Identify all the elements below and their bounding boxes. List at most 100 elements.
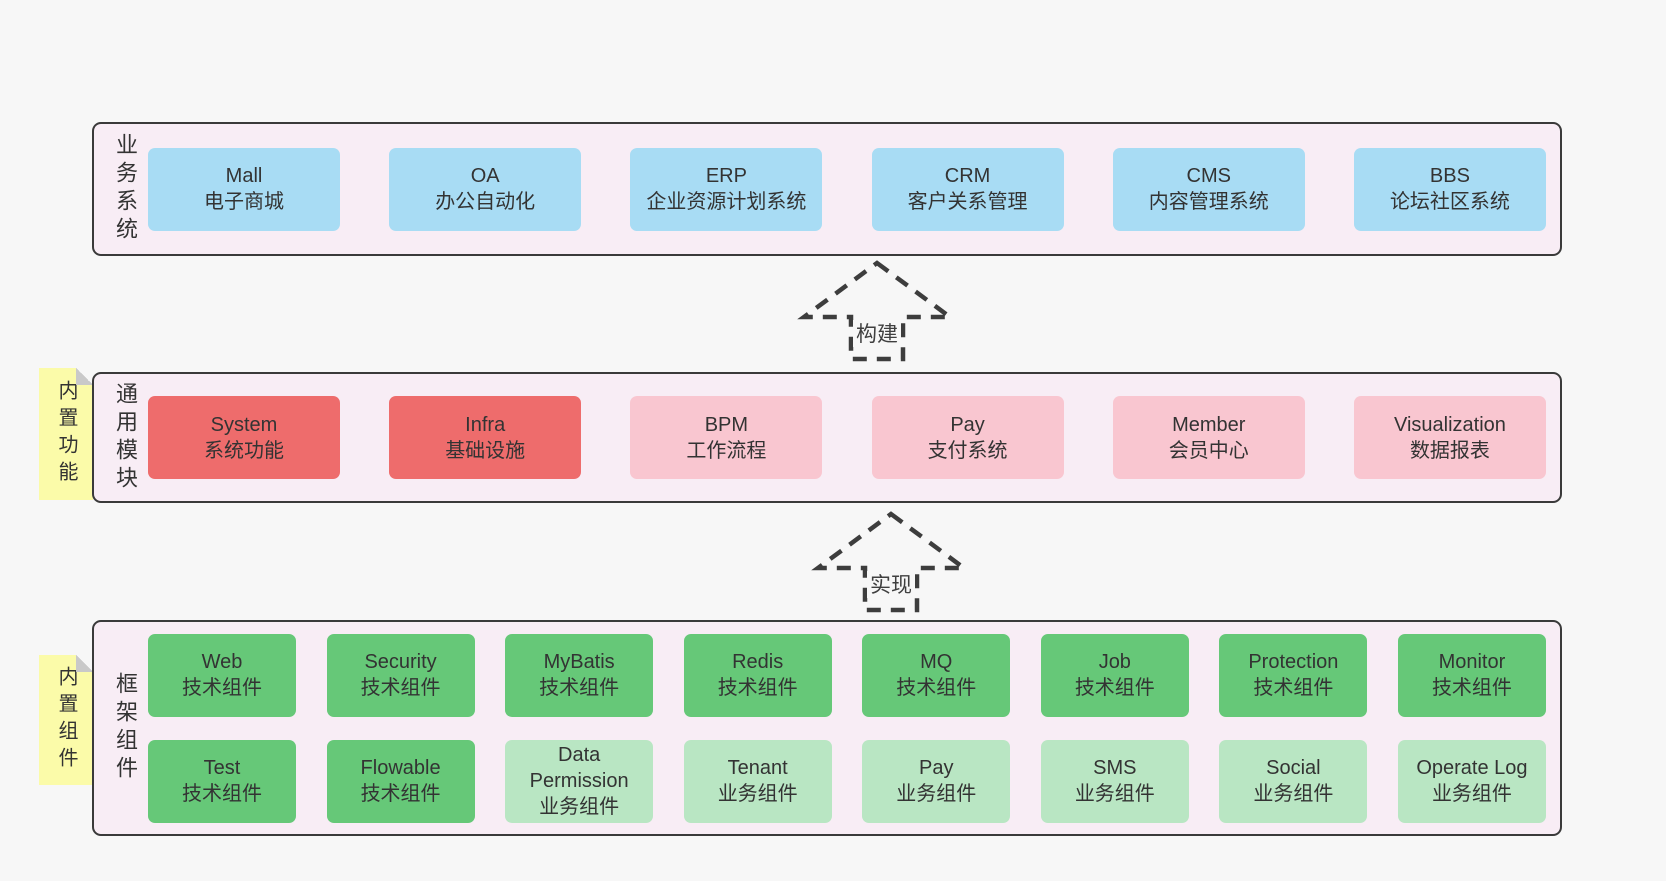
box-title: BPM: [704, 413, 749, 436]
box-subtitle: 技术组件: [539, 677, 620, 699]
box-title: OA: [470, 165, 500, 187]
box-subtitle: 技术组件: [360, 677, 441, 699]
box-title: Infra: [465, 413, 506, 436]
box-subtitle: 客户关系管理: [907, 191, 1028, 213]
box-title: Security: [364, 651, 437, 673]
box-title: Flowable: [360, 757, 441, 779]
box-erp: ERP 企业资源计划系统: [630, 147, 823, 231]
box-title: Social: [1266, 757, 1321, 779]
arrow-label-backdrop: [853, 320, 901, 347]
box-flowable: Flowable 技术组件: [326, 739, 475, 823]
layer-common-modules: 通用模块 System 系统功能 Infra 基础设施 BPM 工作流程 Pay…: [92, 372, 1562, 503]
box-sms: SMS 业务组件: [1040, 739, 1189, 823]
box-subtitle: 业务组件: [1253, 783, 1334, 805]
box-subtitle: 技术组件: [182, 783, 262, 805]
box-subtitle: 技术组件: [360, 783, 441, 805]
box-web: Web 技术组件: [148, 633, 296, 717]
box-subtitle: 支付系统: [927, 439, 1008, 462]
box-title: Visualization: [1393, 413, 1506, 436]
box-title: Web: [201, 651, 243, 673]
layer-framework-components: 框架组件 Web 技术组件 Security 技术组件 MyBatis 技术组件…: [92, 620, 1562, 836]
box-title: CMS: [1186, 165, 1231, 187]
box-subtitle: 业务组件: [539, 796, 620, 818]
box-security: Security 技术组件: [326, 633, 475, 717]
box-monitor: Monitor 技术组件: [1397, 633, 1546, 717]
box-title: Monitor: [1438, 651, 1506, 673]
box-bbs: BBS 论坛社区系统: [1353, 147, 1546, 231]
arrow-build: 构建: [797, 260, 957, 362]
box-mall: Mall 电子商城: [148, 147, 340, 231]
box-title: Protection: [1248, 651, 1339, 673]
arrow-build-shape: [797, 260, 957, 362]
box-subtitle: 业务组件: [717, 783, 798, 805]
box-pay-biz: Pay 业务组件: [862, 739, 1011, 823]
layer-label-components: 框架组件: [102, 622, 148, 834]
box-title: Tenant: [727, 757, 788, 779]
box-subtitle: 内容管理系统: [1148, 191, 1269, 213]
layer-label-modules-text: 通用模块: [113, 381, 138, 494]
box-oa: OA 办公自动化: [389, 147, 582, 231]
box-title: CRM: [944, 165, 991, 187]
box-subtitle: 论坛社区系统: [1389, 191, 1510, 213]
sticky-note-builtin-components: 内置组件: [39, 655, 93, 785]
box-title: SMS: [1093, 757, 1137, 779]
box-title: BBS: [1429, 165, 1470, 187]
box-pay: Pay 支付系统: [871, 396, 1064, 479]
box-title: Data Permission: [529, 744, 629, 792]
box-title: MyBatis: [543, 651, 615, 673]
layer-label-modules: 通用模块: [102, 374, 148, 501]
sticky-note-builtin-components-label: 内置组件: [55, 666, 77, 774]
framework-components-rows: Web 技术组件 Security 技术组件 MyBatis 技术组件 Redi…: [148, 622, 1546, 834]
note-fold-icon: [76, 655, 93, 672]
box-test: Test 技术组件: [148, 739, 296, 823]
box-subtitle: 技术组件: [717, 677, 798, 699]
note-fold-icon: [76, 368, 93, 385]
business-systems-row: Mall 电子商城 OA 办公自动化 ERP 企业资源计划系统 CRM 客户关系…: [148, 124, 1546, 254]
box-subtitle: 业务组件: [1074, 783, 1155, 805]
common-modules-row: System 系统功能 Infra 基础设施 BPM 工作流程 Pay 支付系统…: [148, 374, 1546, 501]
box-title: Member: [1172, 413, 1246, 436]
box-redis: Redis 技术组件: [683, 633, 832, 717]
box-title: Test: [203, 757, 241, 779]
box-social: Social 业务组件: [1219, 739, 1368, 823]
arrow-build-label: 构建: [856, 323, 898, 346]
box-subtitle: 业务组件: [1431, 783, 1512, 805]
box-subtitle: 技术组件: [182, 677, 262, 699]
box-subtitle: 业务组件: [896, 783, 977, 805]
layer-label-business-text: 业务系统: [113, 133, 138, 245]
box-subtitle: 技术组件: [1253, 677, 1334, 699]
sticky-note-builtin-functions-label: 内置功能: [55, 380, 77, 488]
box-crm: CRM 客户关系管理: [871, 147, 1064, 231]
box-infra: Infra 基础设施: [389, 396, 582, 479]
box-subtitle: 技术组件: [1074, 677, 1155, 699]
sticky-note-builtin-functions: 内置功能: [39, 368, 93, 500]
box-protection: Protection 技术组件: [1219, 633, 1368, 717]
box-bpm: BPM 工作流程: [630, 396, 823, 479]
box-subtitle: 办公自动化: [435, 191, 536, 213]
box-title: Mall: [225, 165, 263, 187]
arrow-implement-shape: [811, 511, 971, 613]
arrow-label-backdrop: [867, 571, 915, 598]
box-title: Job: [1098, 651, 1131, 673]
layer-label-business: 业务系统: [102, 124, 148, 254]
box-job: Job 技术组件: [1040, 633, 1189, 717]
box-subtitle: 数据报表: [1409, 439, 1490, 462]
box-title: Operate Log: [1416, 757, 1528, 779]
box-visualization: Visualization 数据报表: [1353, 396, 1546, 479]
box-subtitle: 企业资源计划系统: [646, 191, 807, 213]
box-title: System: [210, 413, 278, 436]
layer-label-components-text: 框架组件: [113, 672, 138, 784]
box-subtitle: 电子商城: [204, 191, 284, 213]
box-subtitle: 工作流程: [686, 439, 767, 462]
box-mybatis: MyBatis 技术组件: [505, 633, 654, 717]
box-mq: MQ 技术组件: [862, 633, 1011, 717]
box-title: ERP: [705, 165, 747, 187]
biz-components-row: Test 技术组件 Flowable 技术组件 Data Permission …: [148, 739, 1546, 823]
layer-business-systems: 业务系统 Mall 电子商城 OA 办公自动化 ERP 企业资源计划系统 CRM…: [92, 122, 1562, 256]
box-tenant: Tenant 业务组件: [683, 739, 832, 823]
tech-components-row: Web 技术组件 Security 技术组件 MyBatis 技术组件 Redi…: [148, 633, 1546, 717]
arrow-implement-label: 实现: [870, 574, 912, 597]
arrow-implement: 实现: [811, 511, 971, 613]
box-title: MQ: [920, 651, 953, 673]
